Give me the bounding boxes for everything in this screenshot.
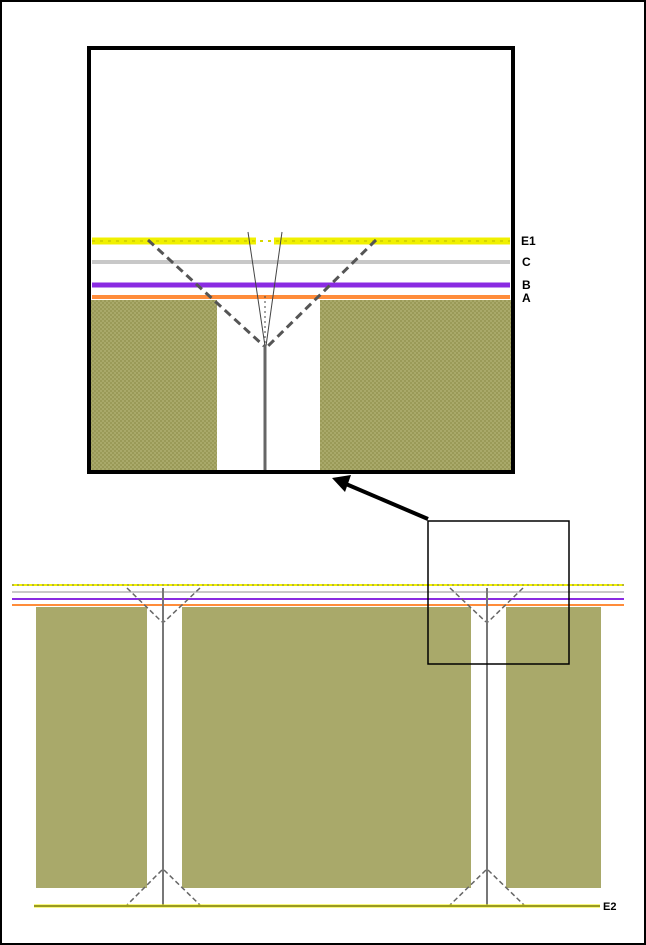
inset-right-block bbox=[320, 300, 512, 470]
overview-top-brace-2b bbox=[487, 587, 524, 623]
label-e1: E1 bbox=[521, 234, 536, 248]
label-b: B bbox=[522, 278, 531, 292]
overview-top-brace-1a bbox=[126, 587, 163, 623]
inset-left-block bbox=[91, 300, 217, 470]
overview-bottom-brace-2a bbox=[449, 869, 487, 906]
overview-block-1 bbox=[36, 607, 147, 888]
overview-top-brace-1b bbox=[163, 587, 201, 623]
zoom-pointer-arrow bbox=[332, 475, 429, 521]
overview-diagram: E2 bbox=[12, 520, 624, 913]
overview-block-3 bbox=[506, 607, 601, 888]
overview-bottom-brace-1a bbox=[126, 869, 163, 906]
label-a: A bbox=[522, 291, 531, 305]
inset-thin-line-right bbox=[265, 231, 283, 347]
overview-bottom-brace-2b bbox=[487, 869, 525, 906]
zoom-region-box bbox=[427, 520, 570, 665]
overview-block-2 bbox=[182, 607, 471, 888]
label-e2: E2 bbox=[603, 901, 616, 913]
inset-frame bbox=[87, 46, 515, 474]
overview-top-brace-2a bbox=[449, 587, 487, 623]
label-c: C bbox=[522, 255, 531, 269]
inset-thin-line-left bbox=[247, 231, 266, 347]
overview-bottom-brace-1b bbox=[163, 869, 201, 906]
inset-left-brace bbox=[146, 238, 266, 348]
zoomed-inset: E1 C B A bbox=[87, 46, 536, 474]
